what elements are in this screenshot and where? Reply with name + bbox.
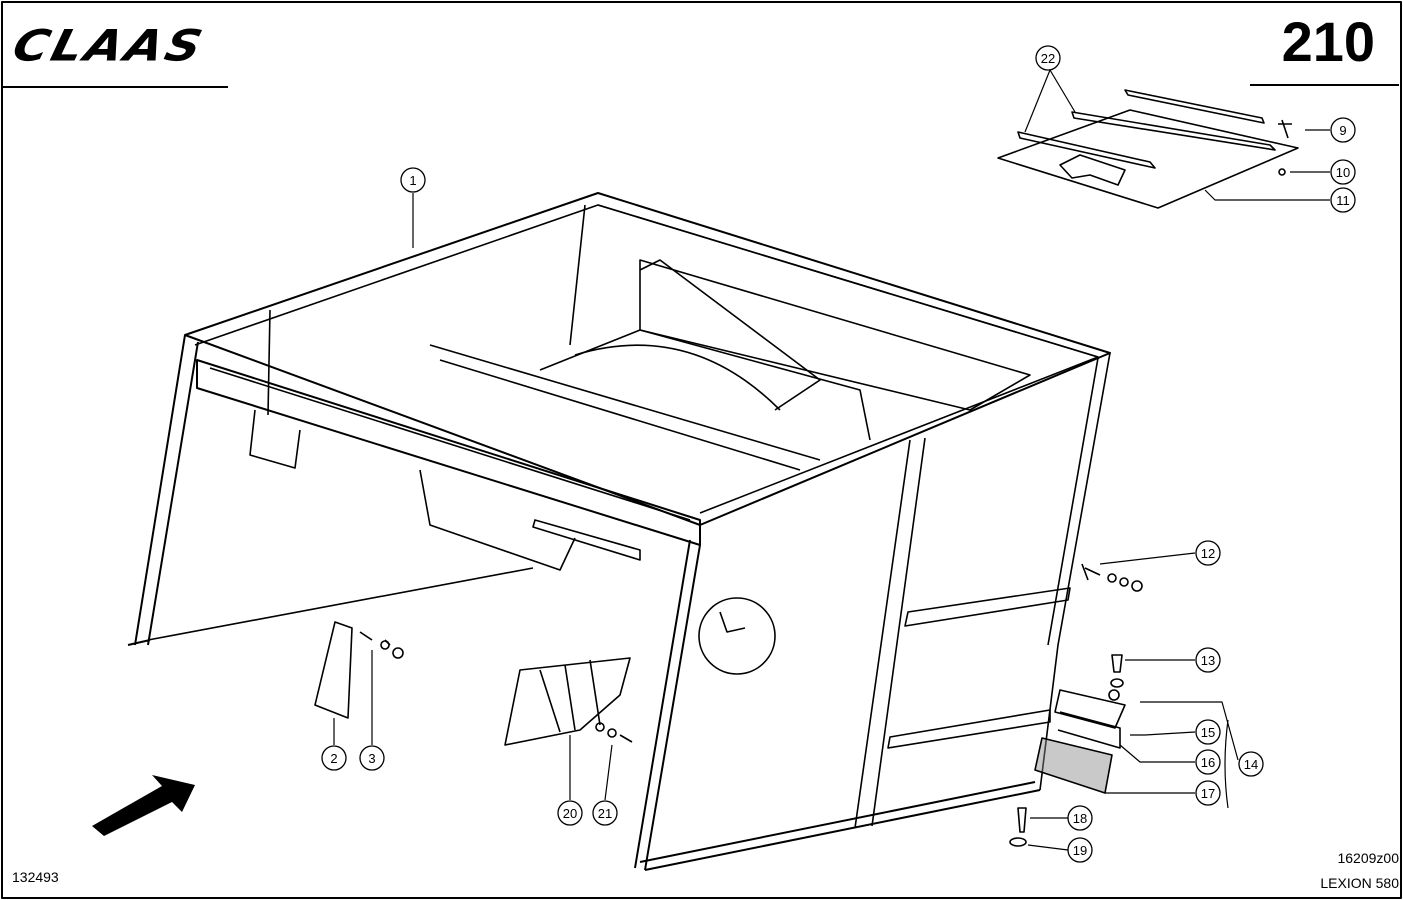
hardware-right	[1009, 552, 1239, 851]
guide-part-2	[314, 621, 404, 745]
callout-21: 21	[592, 800, 618, 826]
callout-22-label: 22	[1041, 51, 1055, 66]
callout-9-label: 9	[1339, 123, 1346, 138]
page-number: 210	[1281, 10, 1375, 73]
callout-bubbles: 1 2 3 9 10 11 12 13 14 15 16 17 18 19 20…	[321, 45, 1356, 863]
callout-22: 22	[1035, 45, 1061, 71]
callout-1: 1	[400, 167, 426, 193]
callout-13-label: 13	[1201, 653, 1215, 668]
callout-3: 3	[359, 745, 385, 771]
callout-10: 10	[1330, 159, 1356, 185]
model-name: LEXION 580	[1320, 875, 1399, 891]
callout-10-label: 10	[1336, 165, 1350, 180]
callout-11-label: 11	[1336, 193, 1350, 208]
callout-15-label: 15	[1201, 725, 1215, 740]
callout-2-label: 2	[330, 751, 337, 766]
callout-19-label: 19	[1073, 843, 1087, 858]
callout-21-label: 21	[598, 806, 612, 821]
callout-15: 15	[1195, 719, 1221, 745]
callout-1-label: 1	[409, 173, 416, 188]
callout-20-label: 20	[563, 806, 577, 821]
callout-9: 9	[1330, 117, 1356, 143]
callout-13: 13	[1195, 647, 1221, 673]
callout-12: 12	[1195, 540, 1221, 566]
drawing-code: 16209z00	[1337, 850, 1399, 866]
document-id: 132493	[12, 869, 59, 885]
deflector-part-20	[504, 657, 633, 801]
callout-16-label: 16	[1201, 755, 1215, 770]
callout-2: 2	[321, 745, 347, 771]
callout-16: 16	[1195, 749, 1221, 775]
cover-plate-assembly	[997, 69, 1330, 209]
callout-18: 18	[1067, 805, 1093, 831]
callout-3-label: 3	[368, 751, 375, 766]
callout-14: 14	[1238, 751, 1264, 777]
callout-20: 20	[557, 800, 583, 826]
housing-assembly	[127, 192, 1111, 871]
travel-direction-arrow-icon	[92, 775, 195, 836]
callout-18-label: 18	[1073, 811, 1087, 826]
callout-17-label: 17	[1201, 786, 1215, 801]
callout-11: 11	[1330, 187, 1356, 213]
callout-17: 17	[1195, 780, 1221, 806]
callout-12-label: 12	[1201, 546, 1215, 561]
callout-19: 19	[1067, 837, 1093, 863]
callout-14-label: 14	[1244, 757, 1258, 772]
